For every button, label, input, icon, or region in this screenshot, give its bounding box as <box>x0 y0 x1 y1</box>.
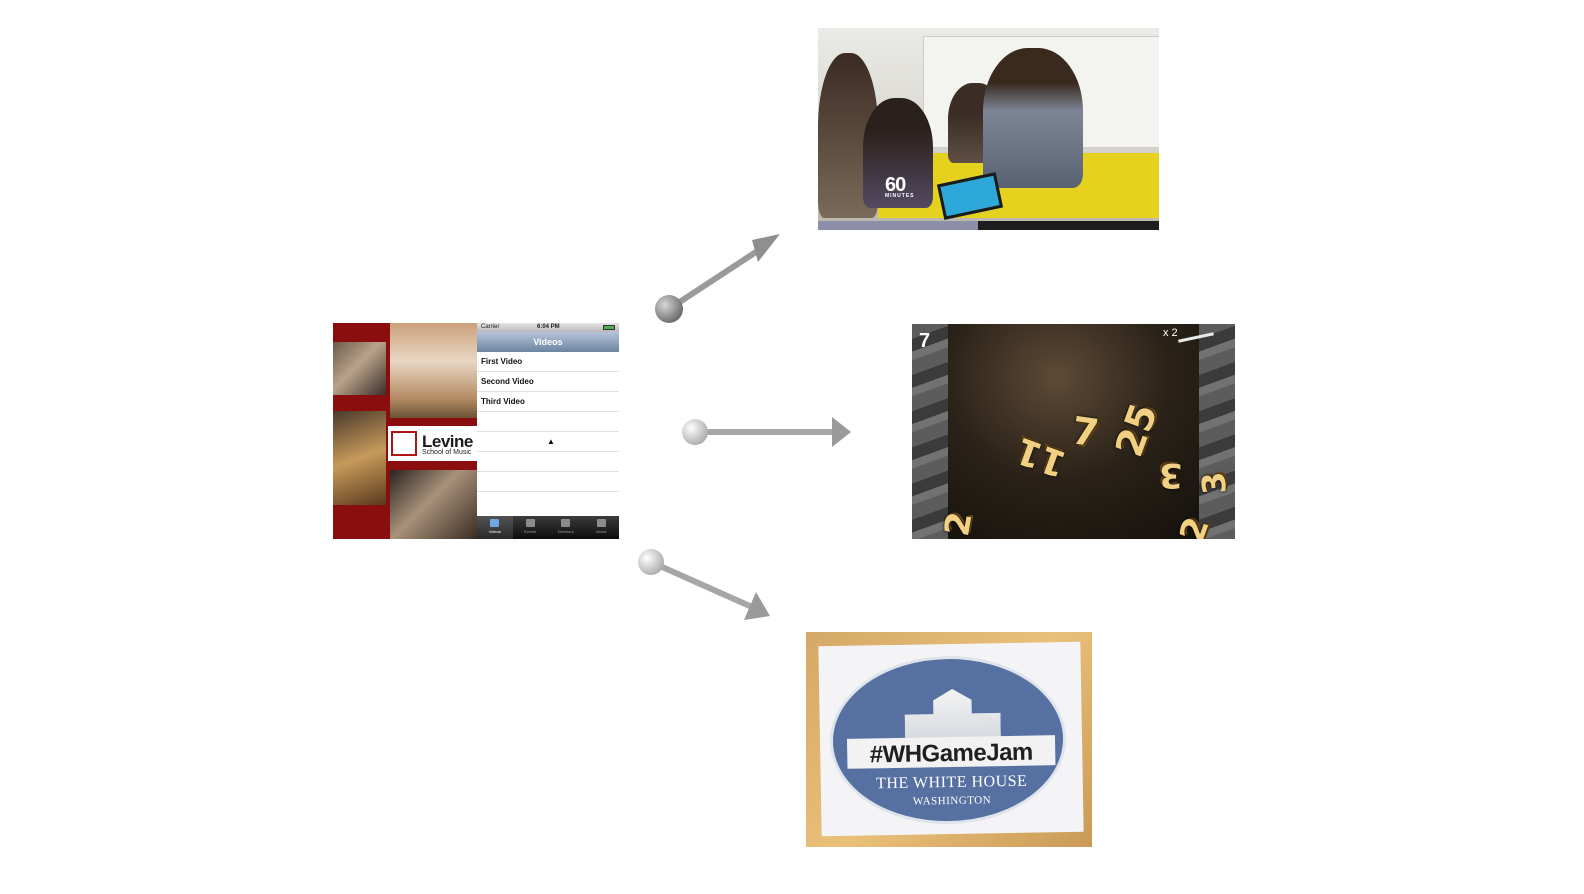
child-figure <box>863 98 933 208</box>
battery-icon <box>603 325 615 330</box>
video-progress-bar[interactable] <box>818 221 1159 230</box>
logo-word: MINUTES <box>885 193 915 199</box>
white-house-seal: #WHGameJam THE WHITE HOUSE WASHINGTON <box>828 654 1068 827</box>
guitar-class-photo <box>333 411 386 505</box>
tab-directory[interactable]: Directory <box>548 516 584 539</box>
child-figure <box>983 48 1083 188</box>
number-game-screenshot: 7 x 2 11 7 25 3 3 2 2 <box>912 324 1235 539</box>
floating-number: 3 <box>1159 455 1183 495</box>
levine-logo: Levine School of Music <box>388 426 477 461</box>
iphone-screen: Carrier 6:04 PM Videos First Video Secon… <box>477 323 619 539</box>
levine-app-screenshot: Levine School of Music Carrier 6:04 PM V… <box>333 323 619 539</box>
empty-row <box>477 432 619 452</box>
tab-label: Events <box>524 529 537 534</box>
status-bar: Carrier 6:04 PM <box>477 323 619 332</box>
hashtag-text: #WHGameJam <box>869 738 1034 769</box>
white-house-game-jam-photo: #WHGameJam THE WHITE HOUSE WASHINGTON <box>806 632 1092 847</box>
mouse-cursor-icon: ▲ <box>547 437 555 446</box>
arrow-to-bottom-image <box>638 549 770 620</box>
tab-label: About <box>596 529 607 534</box>
floating-number: 7 <box>1069 408 1102 456</box>
floating-number: 11 <box>1010 428 1072 485</box>
video-row-third[interactable]: Third Video <box>477 392 619 412</box>
arrow-to-middle-image <box>682 417 851 447</box>
institution-name: THE WHITE HOUSE <box>876 772 1028 793</box>
video-row-first[interactable]: First Video <box>477 352 619 372</box>
music-staff-icon <box>391 431 417 456</box>
tab-bar: Videos Events Directory About <box>477 516 619 539</box>
sixty-minutes-classroom-image: 60 MINUTES <box>818 28 1159 230</box>
printed-sign: #WHGameJam THE WHITE HOUSE WASHINGTON <box>818 641 1084 837</box>
tab-about[interactable]: About <box>584 516 620 539</box>
hashtag-band: #WHGameJam <box>846 735 1056 769</box>
rock-wall-right <box>1199 324 1235 539</box>
tv-icon <box>490 519 500 527</box>
nav-bar-title: Videos <box>477 332 619 352</box>
calendar-icon <box>525 519 535 527</box>
game-score: 7 <box>919 330 931 352</box>
logo-name: Levine <box>422 432 473 451</box>
institution-city: WASHINGTON <box>912 794 992 808</box>
logo-subtitle: School of Music <box>422 449 472 456</box>
tab-label: Videos <box>488 529 501 534</box>
arrow-to-top-image <box>655 234 780 323</box>
rock-wall-left <box>912 324 948 539</box>
tab-videos[interactable]: Videos <box>477 516 513 539</box>
carrier-label: Carrier <box>481 324 500 330</box>
floating-number: 3 <box>1194 470 1235 496</box>
logo-number: 60 <box>885 174 906 196</box>
empty-row <box>477 472 619 492</box>
video-progress-fill <box>818 221 979 230</box>
video-row-second[interactable]: Second Video <box>477 372 619 392</box>
score-multiplier: x 2 <box>1163 327 1178 339</box>
violin-student-photo <box>333 342 386 395</box>
tab-label: Directory <box>557 529 574 534</box>
girl-xylophone-photo <box>390 323 477 418</box>
phone-icon <box>561 519 571 527</box>
floating-number: 25 <box>1106 397 1167 463</box>
sixty-minutes-logo: 60 MINUTES <box>885 174 915 199</box>
tab-events[interactable]: Events <box>513 516 549 539</box>
status-time: 6:04 PM <box>537 324 560 330</box>
empty-row <box>477 412 619 432</box>
empty-row <box>477 452 619 472</box>
building-icon <box>596 519 606 527</box>
piano-lesson-photo <box>390 470 477 539</box>
